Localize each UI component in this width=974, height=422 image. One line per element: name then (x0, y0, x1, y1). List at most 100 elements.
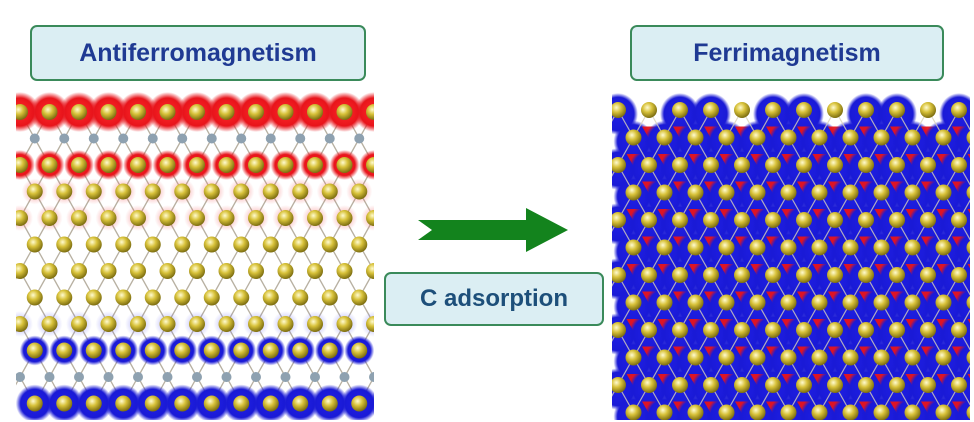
atom (780, 239, 797, 256)
atom (351, 289, 368, 306)
atom (74, 372, 84, 382)
atom (174, 289, 191, 306)
atom (218, 157, 235, 173)
atom (159, 316, 176, 332)
atom (811, 349, 828, 366)
atom (625, 239, 642, 256)
atom (904, 129, 921, 146)
atom (749, 239, 766, 256)
atom (612, 322, 626, 338)
atom (749, 129, 766, 146)
atom (749, 294, 766, 311)
atom (612, 157, 626, 173)
atom (277, 316, 294, 332)
atom (71, 104, 87, 120)
atom (796, 267, 812, 283)
atom (765, 157, 781, 173)
atom (780, 404, 797, 420)
atom (920, 267, 936, 283)
atom (811, 404, 828, 420)
atom (85, 236, 102, 253)
atom (672, 267, 688, 283)
atom (16, 210, 28, 226)
atom (749, 184, 766, 201)
atom (56, 395, 73, 412)
atom (265, 133, 276, 144)
atom (16, 372, 25, 382)
atom (842, 404, 859, 420)
atom (144, 236, 161, 253)
atom (307, 104, 323, 120)
atom (100, 263, 117, 279)
atom (44, 372, 55, 382)
atom (16, 157, 28, 173)
atom (336, 104, 353, 120)
atom (687, 404, 704, 420)
atom (248, 157, 264, 173)
atom (858, 212, 874, 228)
atom (873, 129, 890, 146)
atom (41, 316, 58, 332)
atom (734, 212, 750, 228)
atom (174, 342, 191, 359)
atom (85, 395, 102, 412)
atom (277, 263, 294, 279)
atom (307, 210, 323, 226)
atom (41, 210, 58, 226)
atom (687, 239, 704, 256)
atom (336, 157, 353, 173)
atom (203, 236, 220, 253)
atom (796, 157, 812, 173)
spin-density-triangle (967, 209, 970, 214)
atom (321, 183, 338, 200)
atom (904, 239, 921, 256)
atom (718, 294, 735, 311)
atom (672, 157, 688, 173)
atom (656, 239, 673, 256)
atom (935, 239, 952, 256)
atom (100, 104, 117, 120)
atom (625, 294, 642, 311)
atom (718, 184, 735, 201)
atom (889, 322, 905, 338)
atom (206, 133, 217, 144)
atom (625, 184, 642, 201)
atom (827, 157, 843, 173)
atom (873, 239, 890, 256)
atom (85, 183, 102, 200)
atom (307, 157, 323, 173)
atom (248, 104, 264, 120)
atom (734, 157, 750, 173)
atom (307, 316, 323, 332)
atom (203, 289, 220, 306)
atom (56, 342, 73, 359)
atom (277, 210, 294, 226)
atom (951, 267, 967, 283)
atom (951, 212, 967, 228)
atom (703, 267, 719, 283)
c-adsorption-label: C adsorption (384, 272, 604, 326)
atom (935, 294, 952, 311)
atom (56, 289, 73, 306)
atom (71, 157, 87, 173)
atom (85, 342, 102, 359)
atom (233, 183, 250, 200)
atom (130, 157, 146, 173)
atom (641, 322, 657, 338)
atom (672, 322, 688, 338)
atom (672, 212, 688, 228)
atom (100, 210, 117, 226)
atom (233, 342, 250, 359)
atom (966, 350, 970, 365)
atom (842, 184, 859, 201)
atom (262, 236, 279, 253)
atom (951, 322, 967, 338)
atom (277, 157, 294, 173)
atom (641, 212, 657, 228)
atom (811, 129, 828, 146)
atom (233, 289, 250, 306)
atom (920, 157, 936, 173)
atom (203, 183, 220, 200)
atom (192, 372, 202, 382)
atom (16, 316, 28, 332)
